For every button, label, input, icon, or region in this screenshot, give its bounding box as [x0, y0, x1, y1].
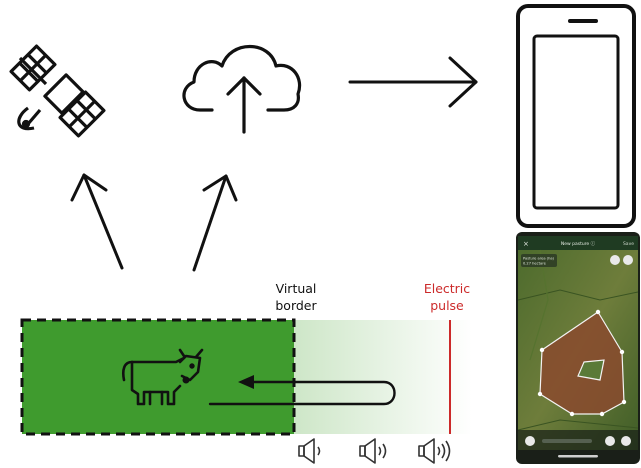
speaker-low-icon — [298, 438, 321, 464]
smartphone-icon — [516, 4, 636, 228]
virtual-border-label-2: border — [275, 298, 317, 313]
phone-app-screenshot: × New pasture ⓘ Save Pasture area (ha) 0… — [516, 232, 640, 464]
speaker-mid-icon — [359, 438, 387, 464]
collar-bell — [182, 376, 190, 384]
arrow-to-cloud — [192, 174, 238, 272]
cloud-upload-icon — [182, 44, 302, 134]
phone-bottom-left-button[interactable] — [525, 436, 535, 446]
polygon-vertices[interactable] — [537, 309, 627, 417]
map-locate-button[interactable] — [623, 255, 633, 265]
virtual-border-dashed — [20, 318, 296, 436]
fade-zone — [292, 320, 472, 434]
phone-info-line1: Pasture area (ha) — [523, 257, 555, 261]
phone-bottom-right-button[interactable] — [621, 436, 631, 446]
pasture-polygon — [539, 311, 625, 415]
phone-close-glyph: × — [523, 240, 529, 248]
virtual-border-label-1: Virtual — [276, 281, 317, 296]
phone-header-action: Save — [623, 241, 634, 247]
electric-pulse-label-1: Electric — [424, 281, 470, 296]
phone-header-title: New pasture ⓘ — [561, 240, 596, 247]
phone-bottom-mid-button[interactable] — [605, 436, 615, 446]
map-layers-button[interactable] — [610, 255, 620, 265]
return-arrow — [208, 375, 396, 406]
phone-info-line2: 0.27 hectare — [523, 262, 547, 266]
satellite-icon — [9, 44, 106, 138]
arrow-to-phone — [348, 56, 478, 108]
electric-pulse-label-2: pulse — [430, 298, 464, 313]
arrow-to-satellite — [70, 173, 124, 270]
exclusion-polygon — [577, 359, 605, 381]
pasture-area — [22, 320, 294, 434]
speaker-high-icon — [418, 438, 451, 464]
